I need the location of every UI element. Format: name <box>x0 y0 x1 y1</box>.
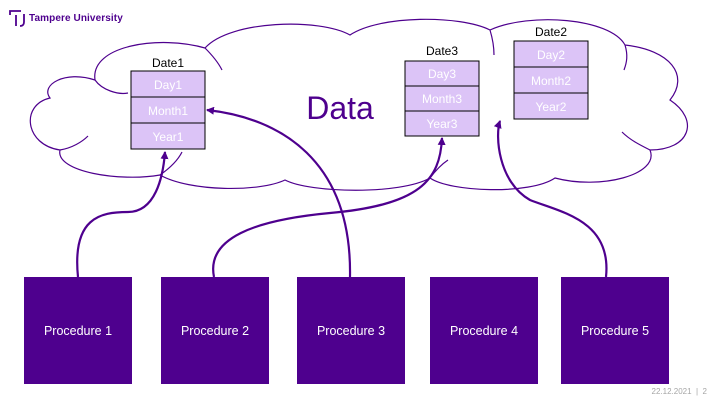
procedure-label: Procedure 3 <box>317 324 385 338</box>
tampere-logo-icon <box>9 10 25 27</box>
record-date2: Date2 Day2 Month2 Year2 <box>513 25 589 120</box>
record-field: Day3 <box>428 67 456 81</box>
record-field: Day2 <box>537 48 565 62</box>
record-title: Date1 <box>152 56 184 70</box>
procedure-5-box: Procedure 5 <box>561 277 669 384</box>
record-field: Year1 <box>153 130 184 144</box>
record-field: Day1 <box>154 78 182 92</box>
slide-footer: 22.12.2021 | 2 <box>652 387 708 396</box>
record-field: Year3 <box>427 117 458 131</box>
record-field: Month2 <box>531 74 571 88</box>
record-title: Date2 <box>535 25 567 39</box>
connector-procedure-3 <box>206 106 352 278</box>
procedure-label: Procedure 5 <box>581 324 649 338</box>
procedure-label: Procedure 4 <box>450 324 518 338</box>
cloud-title: Data <box>306 90 374 126</box>
footer-separator: | <box>693 387 701 396</box>
procedure-boxes: Procedure 1 Procedure 2 Procedure 3 Proc… <box>24 277 669 384</box>
connectors <box>76 106 608 278</box>
connector-procedure-5 <box>493 120 608 278</box>
connector-procedure-1 <box>76 151 169 278</box>
record-date3: Date3 Day3 Month3 Year3 <box>404 44 480 137</box>
record-field: Year2 <box>536 100 567 114</box>
connector-procedure-2 <box>212 137 446 278</box>
procedure-4-box: Procedure 4 <box>430 277 538 384</box>
page-number: 2 <box>702 387 707 396</box>
procedure-label: Procedure 2 <box>181 324 249 338</box>
logo-text: Tampere University <box>29 13 123 24</box>
procedure-label: Procedure 1 <box>44 324 112 338</box>
record-field: Month1 <box>148 104 188 118</box>
record-title: Date3 <box>426 44 458 58</box>
record-field: Month3 <box>422 92 462 106</box>
procedure-1-box: Procedure 1 <box>24 277 132 384</box>
record-date1: Date1 Day1 Month1 Year1 <box>130 56 206 150</box>
footer-date: 22.12.2021 <box>651 387 692 396</box>
procedure-3-box: Procedure 3 <box>297 277 405 384</box>
university-logo: Tampere University <box>9 10 123 27</box>
procedure-2-box: Procedure 2 <box>161 277 269 384</box>
